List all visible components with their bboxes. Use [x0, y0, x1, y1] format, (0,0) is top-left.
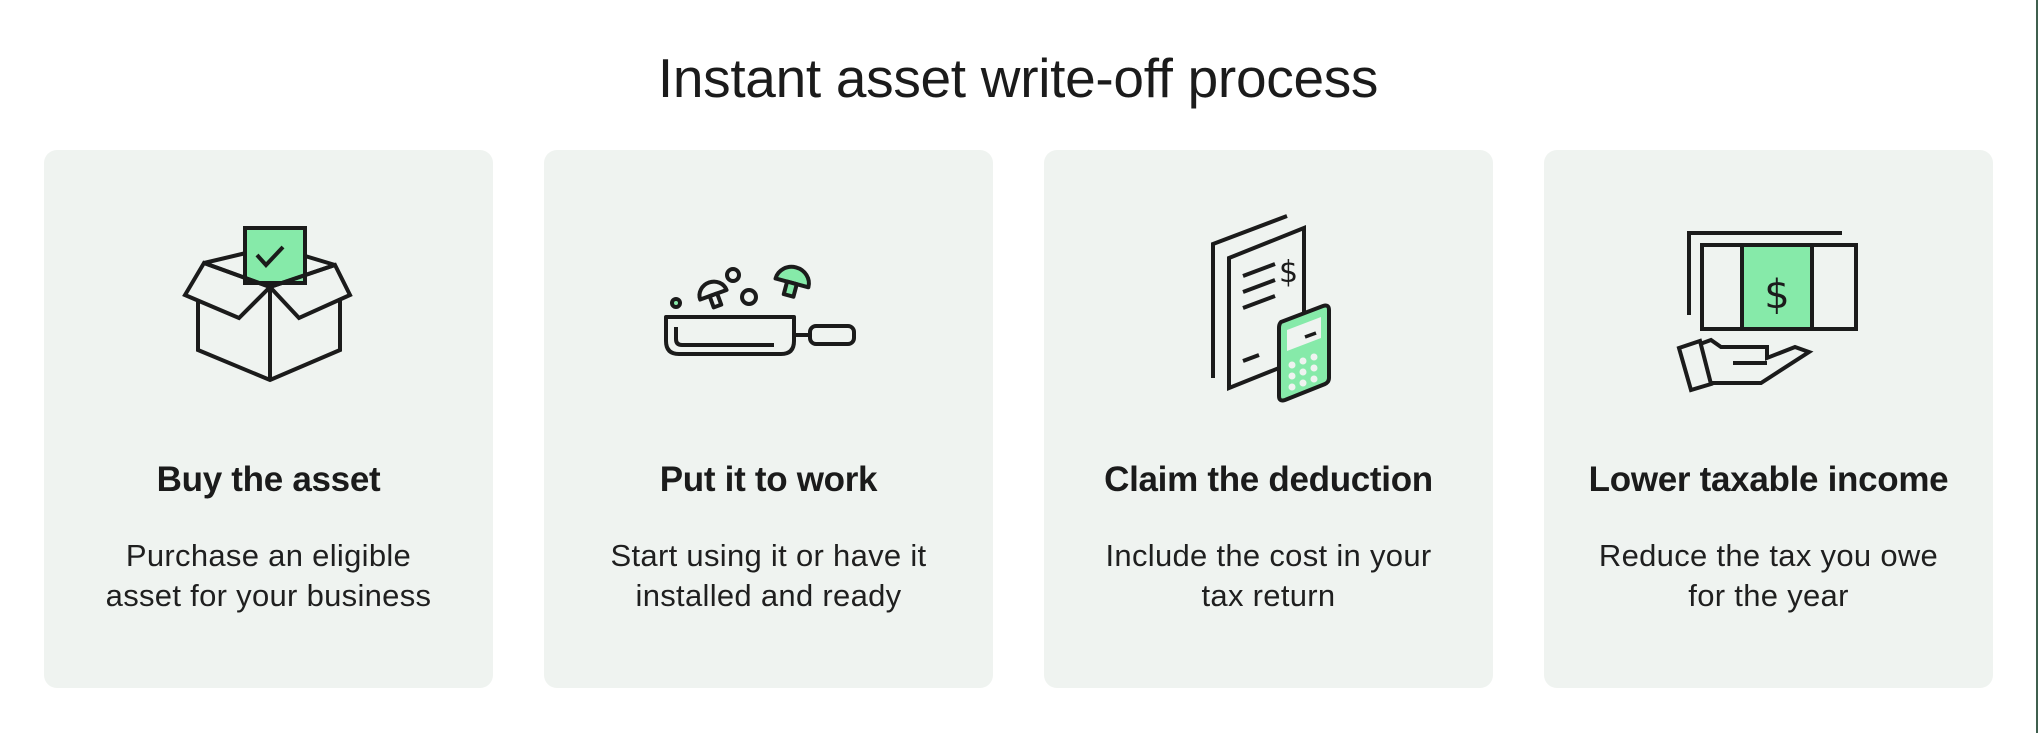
step-heading: Claim the deduction: [1104, 460, 1433, 499]
step-description: Reduce the tax you owe for the year: [1564, 536, 1973, 616]
step-heading: Put it to work: [659, 460, 878, 499]
step-description-line: for the year: [1688, 578, 1849, 613]
step-heading: Lower taxable income: [1588, 460, 1949, 499]
frying-pan-mushrooms-icon: [544, 200, 993, 420]
step-description: Start using it or have it installed and …: [564, 536, 973, 616]
step-card-put-it-to-work: Put it to work Start using it or have it…: [544, 150, 993, 688]
page-title: Instant asset write-off process: [657, 47, 1379, 109]
hand-receiving-money-icon: $: [1544, 200, 1993, 420]
step-description-line: Reduce the tax you owe: [1598, 538, 1939, 573]
svg-text:$: $: [1279, 255, 1298, 290]
step-description-line: Include the cost in your: [1105, 538, 1432, 573]
step-description: Include the cost in your tax return: [1064, 536, 1473, 616]
step-description-line: tax return: [1201, 578, 1336, 613]
step-card-claim-the-deduction: $ Claim the deduction: [1044, 150, 1493, 688]
step-description-line: Purchase an eligible: [125, 538, 412, 573]
step-card-lower-taxable-income: $ Lower taxable income Reduce the tax yo…: [1544, 150, 1993, 688]
step-description-line: Start using it or have it: [610, 538, 927, 573]
tax-document-calculator-icon: $: [1044, 200, 1493, 420]
process-steps: Buy the asset Purchase an eligible asset…: [44, 150, 1993, 688]
svg-text:$: $: [1764, 272, 1789, 318]
right-edge-rule: [2036, 0, 2038, 733]
step-card-buy-the-asset: Buy the asset Purchase an eligible asset…: [44, 150, 493, 688]
box-with-checkmark-icon: [44, 200, 493, 420]
step-description: Purchase an eligible asset for your busi…: [64, 536, 473, 616]
step-description-line: installed and ready: [635, 578, 902, 613]
step-heading: Buy the asset: [156, 460, 381, 499]
step-description-line: asset for your business: [105, 578, 432, 613]
